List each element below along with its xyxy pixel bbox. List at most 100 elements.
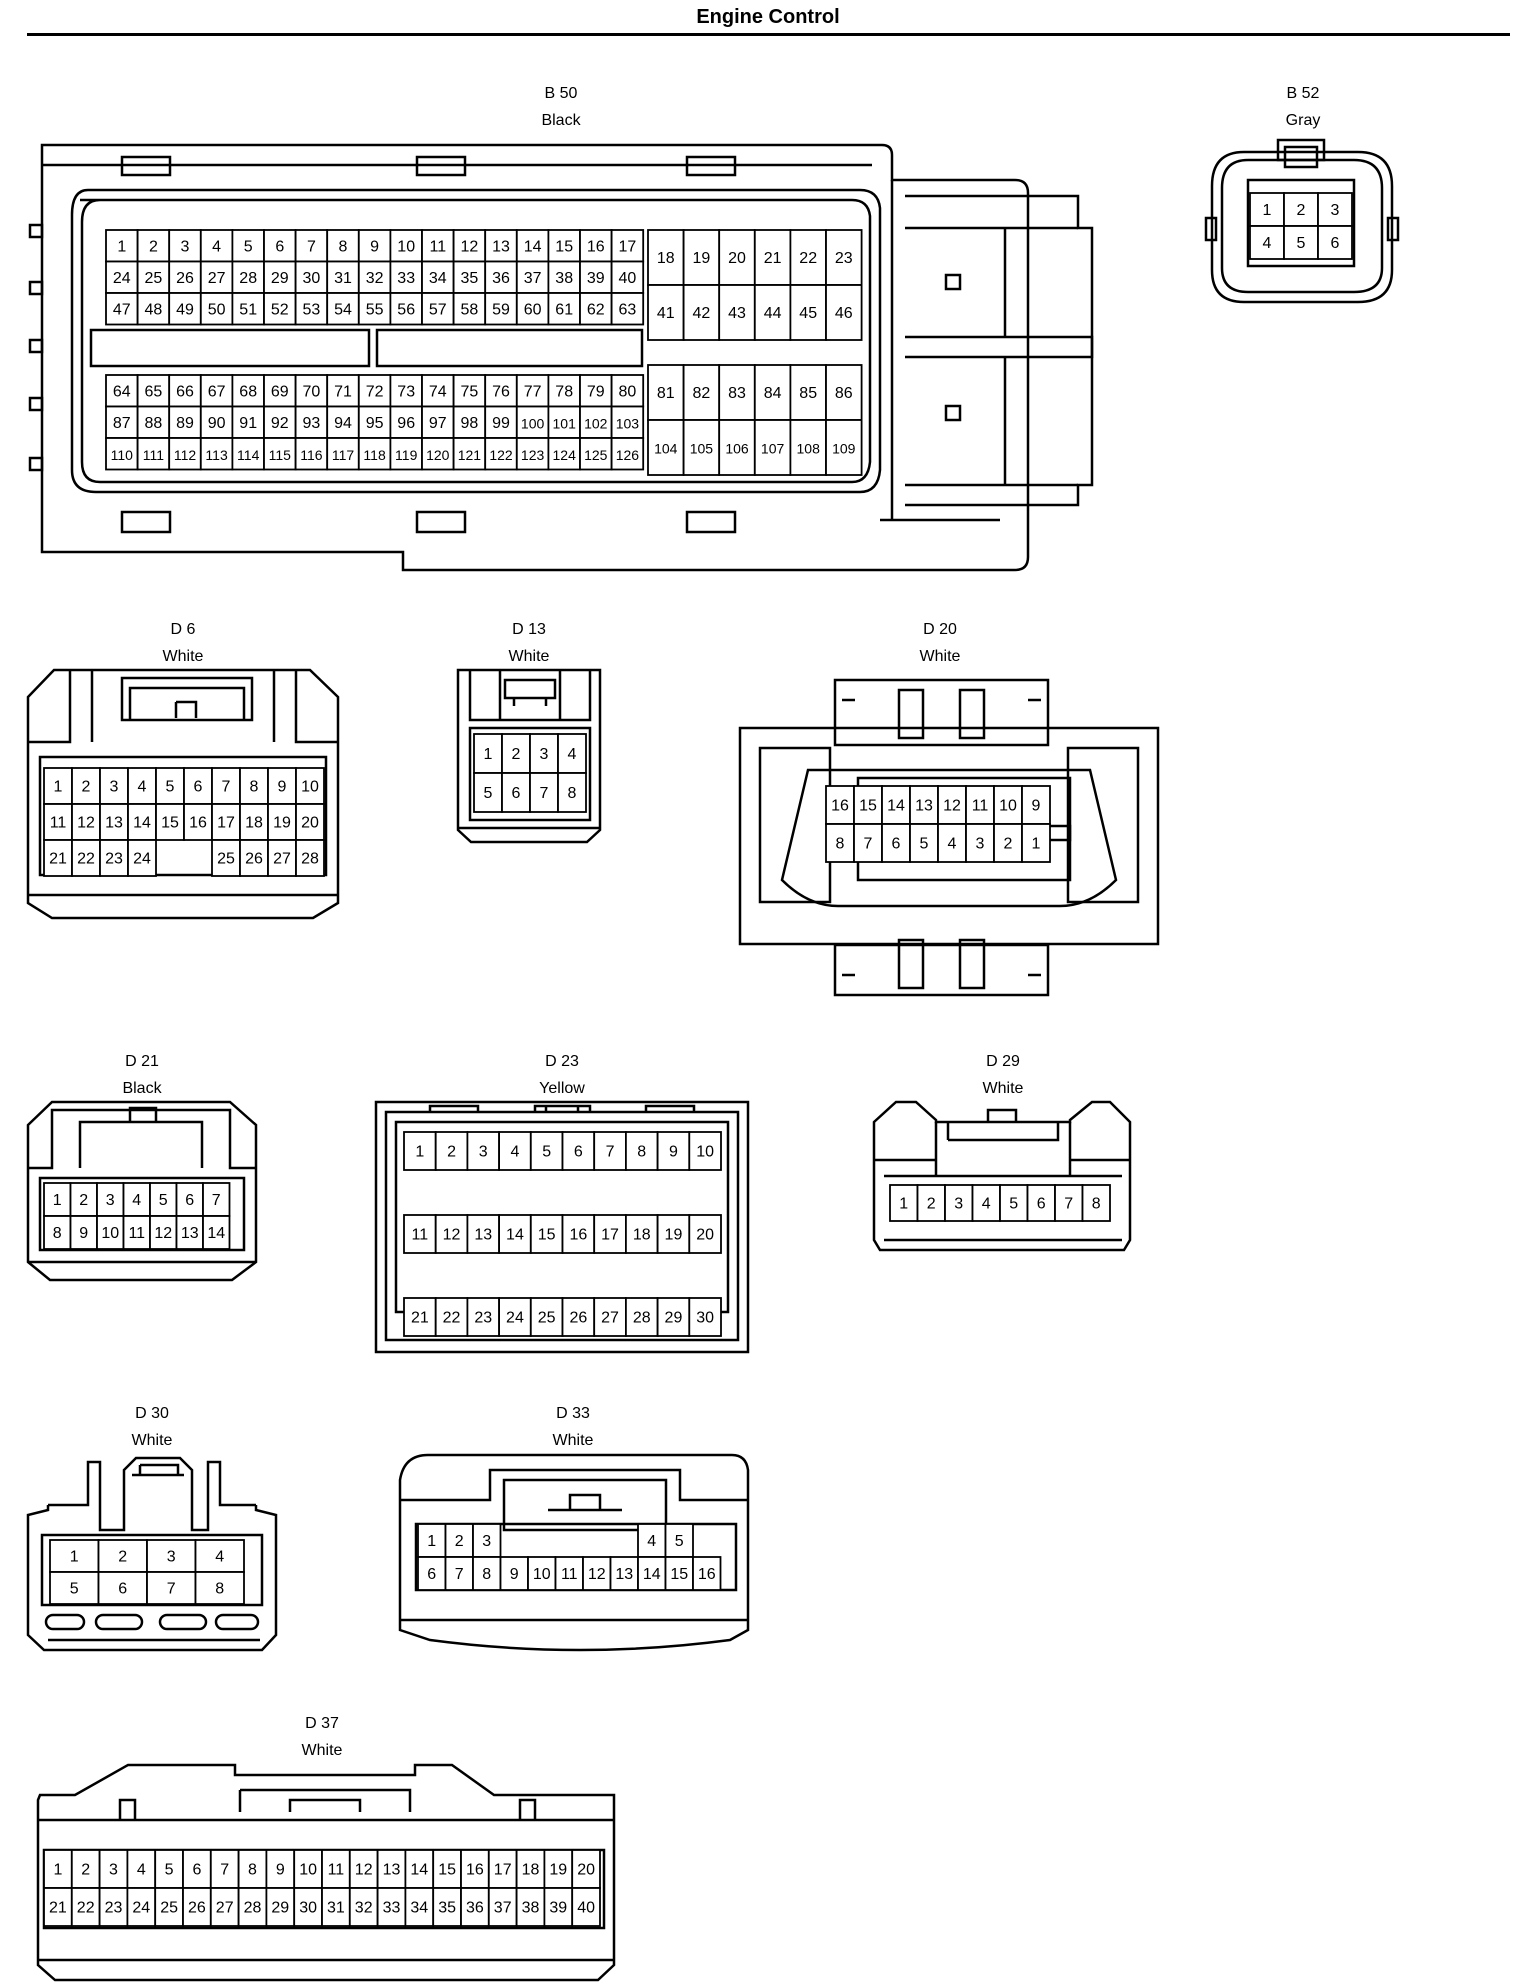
pin-cell-d37-29 — [265, 1887, 296, 1927]
pin-label-d6-24: 24 — [133, 851, 151, 868]
pin-cell-d20-5 — [909, 823, 939, 863]
pin-cell-d29-4 — [971, 1184, 1001, 1222]
pin-label-d37-10: 10 — [299, 1862, 317, 1879]
pin-label-d29-3: 3 — [954, 1196, 963, 1213]
pin-label-b50-85: 85 — [799, 385, 817, 402]
connector-d33-housing — [398, 1453, 750, 1652]
pin-label-d37-6: 6 — [192, 1862, 201, 1879]
pin-label-d37-19: 19 — [549, 1862, 567, 1879]
connector-color: Yellow — [539, 1080, 585, 1097]
pin-label-b50-79: 79 — [587, 383, 605, 400]
pin-cell-d20-7 — [853, 823, 883, 863]
pin-label-d37-15: 15 — [438, 1862, 456, 1879]
pin-cell-b50-114 — [231, 437, 265, 471]
pin-label-d37-26: 26 — [188, 1900, 206, 1917]
pin-cell-d6-26 — [239, 839, 269, 877]
pin-label-d20-15: 15 — [859, 798, 877, 815]
pin-cell-d23-11 — [403, 1214, 437, 1254]
pin-label-d29-4: 4 — [982, 1196, 991, 1213]
pin-label-d20-10: 10 — [999, 798, 1017, 815]
pin-label-d37-3: 3 — [109, 1862, 118, 1879]
pin-label-d29-8: 8 — [1092, 1196, 1101, 1213]
pin-label-d21-1: 1 — [53, 1192, 62, 1209]
pin-label-b50-52: 52 — [271, 301, 289, 318]
pin-label-b50-48: 48 — [145, 301, 163, 318]
pin-label-b50-123: 123 — [521, 447, 545, 463]
pin-cell-b50-66 — [168, 374, 202, 408]
pin-label-b50-14: 14 — [524, 238, 542, 255]
pin-label-b50-56: 56 — [397, 301, 415, 318]
pin-label-b50-31: 31 — [334, 270, 352, 287]
pin-cell-d23-27 — [593, 1297, 627, 1337]
pin-cell-d30-8 — [194, 1571, 245, 1605]
pin-label-d37-2: 2 — [81, 1862, 90, 1879]
pin-label-d23-3: 3 — [479, 1144, 488, 1161]
pin-cell-d23-25 — [529, 1297, 564, 1337]
pin-cell-d37-36 — [460, 1887, 490, 1927]
pin-label-d37-11: 11 — [328, 1862, 345, 1879]
pin-label-d33-10: 10 — [533, 1566, 551, 1583]
connector-code: B 52 — [1286, 85, 1320, 102]
page-title: Engine Control — [696, 6, 840, 28]
pin-label-d20-2: 2 — [1004, 836, 1013, 853]
pin-label-d6-19: 19 — [273, 815, 291, 832]
pin-cell-d21-12 — [149, 1215, 178, 1250]
pin-label-b50-100: 100 — [521, 415, 545, 431]
pin-label-d23-8: 8 — [637, 1144, 646, 1161]
connector-code: D 21 — [125, 1053, 159, 1070]
pin-label-d37-24: 24 — [132, 1900, 150, 1917]
pin-cell-d37-40 — [571, 1887, 601, 1927]
pin-label-b50-39: 39 — [587, 270, 605, 287]
pin-label-d23-27: 27 — [601, 1310, 619, 1327]
pin-label-b50-4: 4 — [212, 238, 221, 255]
pin-cell-d29-3 — [944, 1184, 974, 1222]
pin-label-d33-16: 16 — [698, 1566, 716, 1583]
pin-cell-d13-1 — [473, 733, 503, 774]
pin-label-d37-27: 27 — [216, 1900, 234, 1917]
pin-label-b50-27: 27 — [208, 270, 226, 287]
pin-cell-b52-4 — [1249, 225, 1285, 260]
connector-code: D 37 — [305, 1715, 339, 1732]
pin-label-d30-6: 6 — [118, 1581, 127, 1598]
pin-label-b50-32: 32 — [366, 270, 384, 287]
pin-label-b50-2: 2 — [149, 238, 158, 255]
pin-cell-b50-105 — [682, 419, 721, 476]
pin-cell-b50-106 — [718, 419, 756, 476]
pin-cell-d37-19 — [543, 1849, 574, 1889]
pin-label-b50-41: 41 — [657, 305, 675, 322]
pin-label-d6-5: 5 — [166, 779, 175, 796]
pin-label-b50-25: 25 — [145, 270, 163, 287]
pin-label-b50-114: 114 — [237, 447, 260, 463]
pin-cell-d6-6 — [183, 767, 213, 805]
pin-cell-b50-78 — [547, 374, 581, 408]
pin-cell-d23-9 — [656, 1131, 691, 1171]
pin-cell-d6-11 — [43, 803, 73, 841]
pin-cell-d30-7 — [146, 1571, 197, 1605]
pin-cell-b50-45 — [789, 284, 827, 341]
pin-label-b50-40: 40 — [619, 270, 637, 287]
pin-cell-d37-23 — [98, 1887, 129, 1927]
pin-cell-b50-54 — [326, 292, 360, 326]
pin-label-b50-54: 54 — [334, 301, 352, 318]
pin-label-d23-2: 2 — [447, 1144, 456, 1161]
pin-label-b50-62: 62 — [587, 301, 605, 318]
pin-label-b50-29: 29 — [271, 270, 289, 287]
pin-label-d20-13: 13 — [915, 798, 933, 815]
pin-label-b50-60: 60 — [524, 301, 542, 318]
pin-cell-b50-53 — [294, 292, 329, 326]
pin-label-d33-14: 14 — [643, 1566, 661, 1583]
pin-label-b50-10: 10 — [397, 238, 415, 255]
pin-cell-d13-8 — [557, 772, 587, 813]
pin-label-d37-29: 29 — [271, 1900, 289, 1917]
pin-label-d23-11: 11 — [412, 1227, 429, 1244]
pin-cell-b50-64 — [105, 374, 139, 408]
pin-label-d6-21: 21 — [49, 851, 67, 868]
pin-cell-b50-22 — [789, 229, 827, 286]
pin-cell-b50-121 — [452, 437, 487, 471]
pin-cell-d37-38 — [515, 1887, 546, 1927]
pin-label-b50-13: 13 — [492, 238, 510, 255]
pin-label-d6-13: 13 — [105, 815, 123, 832]
pin-cell-d37-39 — [543, 1887, 574, 1927]
